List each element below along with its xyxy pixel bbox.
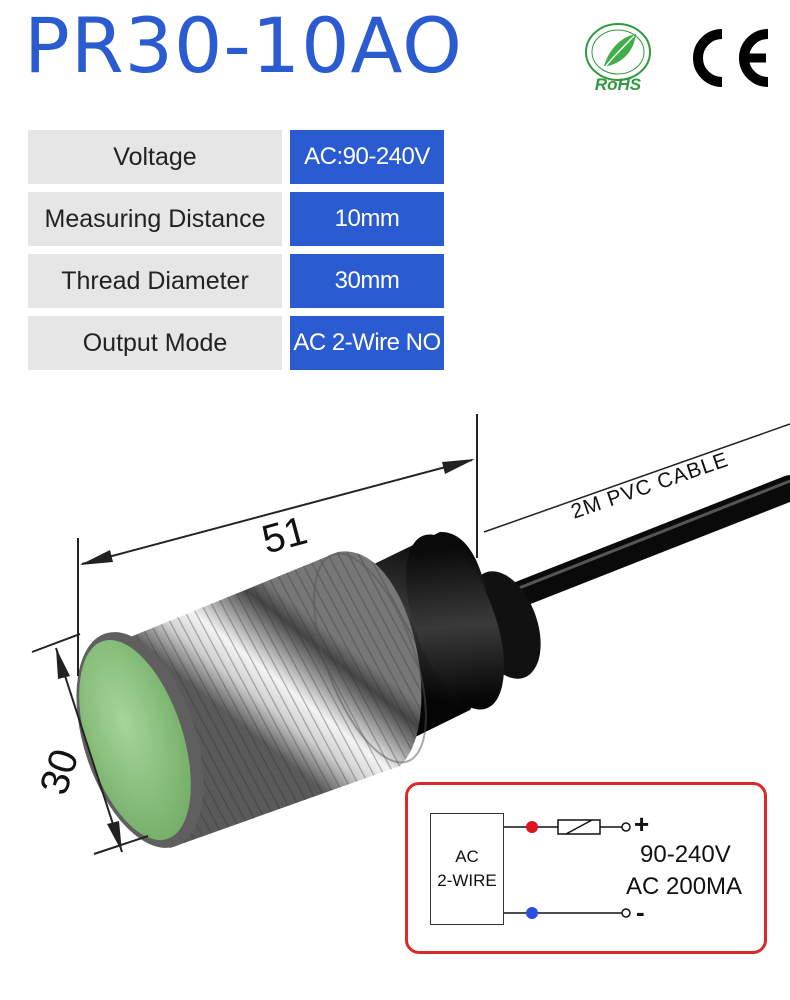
product-title: PR30-10AO (24, 1, 463, 90)
spec-row-thread-diameter: Thread Diameter 30mm (28, 254, 444, 308)
sensor-block-line2: 2-WIRE (437, 871, 497, 890)
diameter-dimension-label: 30 (32, 744, 88, 800)
spec-row-output-mode: Output Mode AC 2-Wire NO (28, 316, 444, 370)
sensor-drawing: 51 30 2M PVC CABLE (31, 414, 790, 855)
spec-label: Measuring Distance (28, 192, 282, 246)
negative-terminal-icon (526, 907, 538, 919)
cable-length-line (483, 423, 790, 533)
spec-label: Voltage (28, 130, 282, 184)
length-dimension-label: 51 (257, 508, 311, 562)
plus-label: + (634, 809, 650, 839)
spec-label: Thread Diameter (28, 254, 282, 308)
spec-row-voltage: Voltage AC:90-240V (28, 130, 444, 184)
spec-value: AC:90-240V (290, 130, 444, 184)
positive-terminal-icon (526, 821, 538, 833)
cable (487, 475, 790, 615)
spec-value: 10mm (290, 192, 444, 246)
ce-mark-icon (693, 29, 769, 87)
supply-current-label: AC 200MA (626, 873, 743, 900)
diameter-dimension-line (55, 647, 123, 853)
rohs-icon: RoHS (585, 23, 651, 94)
minus-label: - (636, 897, 645, 927)
sensor-block-line1: AC (455, 847, 479, 867)
rohs-label: RoHS (595, 75, 642, 94)
spec-value: AC 2-Wire NO (290, 316, 444, 370)
spec-label: Output Mode (28, 316, 282, 370)
sensor-block: AC 2-WIRE (430, 813, 504, 925)
supply-voltage-label: 90-240V (640, 841, 731, 868)
spec-table: Voltage AC:90-240V Measuring Distance 10… (28, 130, 444, 378)
spec-value: 30mm (290, 254, 444, 308)
length-dimension-line (81, 459, 473, 565)
sensor-face (79, 639, 191, 841)
spec-row-measuring-distance: Measuring Distance 10mm (28, 192, 444, 246)
wiring-lines (504, 819, 631, 919)
wiring-diagram: AC 2-WIRE + 90-240V AC 200MA - (405, 782, 767, 954)
